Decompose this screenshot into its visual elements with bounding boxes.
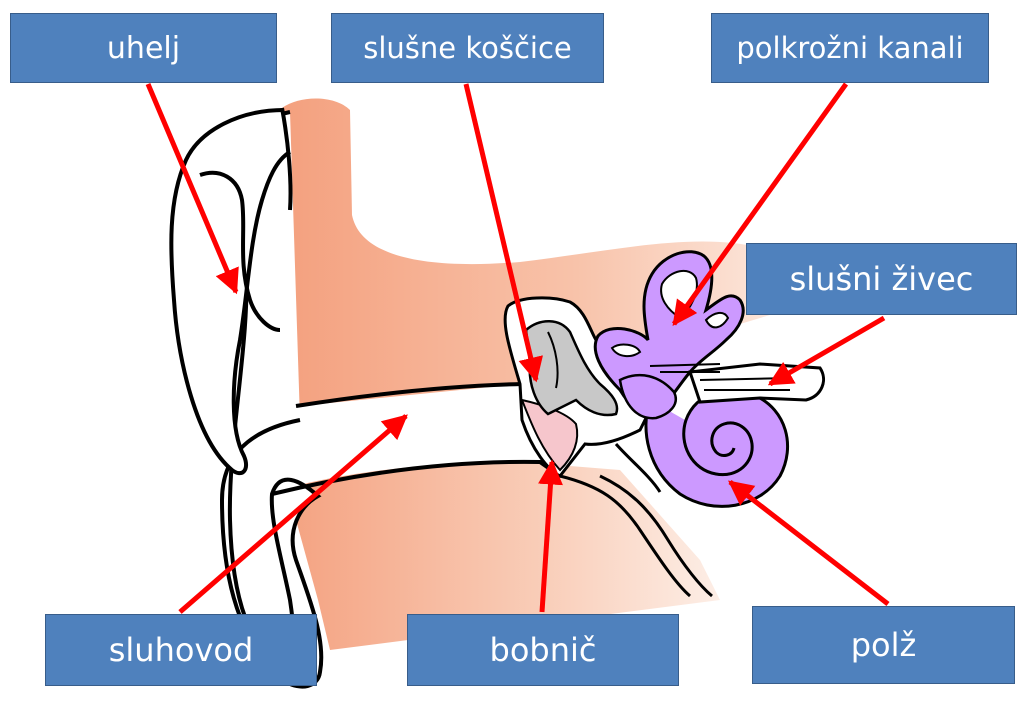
- label-slusne-koscice: slušne koščice: [331, 13, 604, 83]
- label-slusni-zivec: slušni živec: [746, 243, 1017, 315]
- auditory-nerve: [690, 364, 824, 402]
- label-bobnic: bobnič: [407, 614, 679, 686]
- arrow-polz: [730, 482, 888, 604]
- label-uhelj: uhelj: [10, 13, 277, 83]
- arrow-zivec: [770, 318, 884, 384]
- label-sluhovod: sluhovod: [45, 614, 317, 686]
- label-polkrozni-kanali: polkrožni kanali: [711, 13, 989, 83]
- label-polz: polž: [752, 606, 1015, 684]
